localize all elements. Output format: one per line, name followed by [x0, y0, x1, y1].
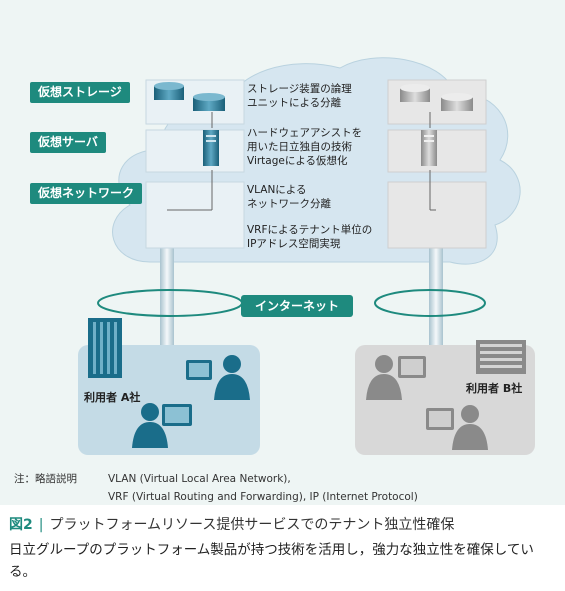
figure-panel: 仮想ストレージ 仮想サーバ 仮想ネットワーク ストレージ装置の論理 ユニットによ… [0, 0, 565, 505]
storage-disk-icon [154, 82, 184, 100]
caption-body: 日立グループのプラットフォーム製品が持つ技術を活用し，強力な独立性を確保している… [9, 542, 534, 580]
pipe-b [429, 222, 443, 350]
annotation-line: ユニットによる分離 [247, 97, 342, 109]
server-box-a [145, 129, 245, 173]
annotation-line: VRFによるテナント単位の [247, 224, 373, 236]
annotation-line: ネットワーク分離 [247, 198, 331, 210]
user-pc-icon [186, 355, 250, 400]
internet-label: インターネット [241, 295, 353, 317]
pipe-a [160, 222, 174, 350]
note-line-2: VRF (Virtual Routing and Forwarding), IP… [108, 491, 418, 503]
note-prefix: 注：略語説明 [14, 473, 77, 485]
tag-virtual-network: 仮想ネットワーク [30, 183, 143, 204]
annotation-line: VLANによる [247, 184, 307, 196]
annotation-line: 用いた日立独自の技術 [247, 141, 352, 153]
user-pc-icon [132, 403, 192, 448]
annotation-server: ハードウェアアシストを 用いた日立独自の技術 Virtageによる仮想化 [247, 126, 362, 168]
note-line-1: VLAN (Virtual Local Area Network), [108, 473, 291, 485]
server-icon [203, 130, 219, 166]
diagram-graphic [78, 57, 535, 455]
annotation-line: ハードウェアアシストを [247, 127, 363, 139]
annotation-line: IPアドレス空間実現 [247, 238, 341, 250]
server-icon [421, 130, 437, 166]
company-a-label: 利用者 A社 [84, 391, 141, 404]
caption-separator: | [38, 517, 44, 533]
tenant-a-panel [78, 345, 260, 455]
figure-number: 図2 [9, 517, 33, 533]
annotation-line: Virtageによる仮想化 [247, 155, 348, 167]
caption-title: プラットフォームリソース提供サービスでのテナント独立性確保 [49, 517, 455, 533]
storage-disk-icon [193, 93, 225, 111]
building-icon [88, 318, 122, 378]
company-b-label: 利用者 B社 [466, 382, 523, 395]
caption-title-row: 図2 | プラットフォームリソース提供サービスでのテナント独立性確保 [9, 515, 559, 535]
user-pc-icon [426, 405, 488, 450]
annotation-storage: ストレージ装置の論理 ユニットによる分離 [247, 82, 352, 110]
figure-caption: 図2 | プラットフォームリソース提供サービスでのテナント独立性確保 日立グループの… [9, 515, 559, 583]
annotation-vrf: VRFによるテナント単位の IPアドレス空間実現 [247, 223, 372, 251]
tag-virtual-server: 仮想サーバ [30, 132, 106, 153]
tag-virtual-storage: 仮想ストレージ [30, 82, 130, 103]
building-icon [476, 340, 526, 374]
ring-b [374, 289, 486, 317]
network-box-b [387, 181, 487, 249]
storage-disk-icon [400, 84, 430, 102]
network-box-a [145, 181, 245, 249]
annotation-network: VLANによる ネットワーク分離 [247, 183, 331, 211]
storage-disk-icon [441, 93, 473, 111]
annotation-line: ストレージ装置の論理 [247, 83, 352, 95]
user-pc-icon [366, 355, 426, 400]
